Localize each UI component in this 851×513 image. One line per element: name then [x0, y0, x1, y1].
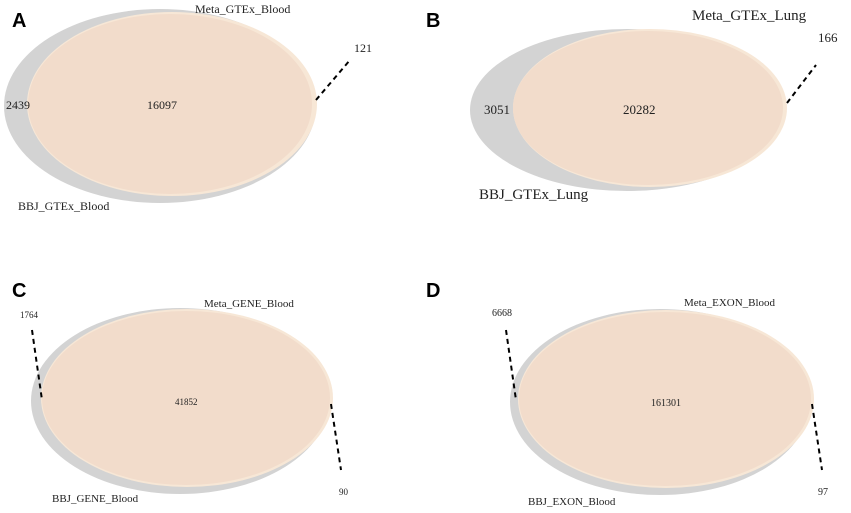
panel-b-meta-label: Meta_GTEx_Lung: [692, 8, 807, 24]
panel-c-only-meta: 90: [339, 487, 349, 497]
panel-a: A Meta_GTEx_Blood BBJ_GTEx_Blood 2439 16…: [4, 2, 372, 213]
panel-d-leader-line-right: [811, 403, 823, 471]
panel-a-meta-label: Meta_GTEx_Blood: [195, 2, 290, 16]
panel-a-bbj-label: BBJ_GTEx_Blood: [18, 199, 109, 213]
panel-d-letter: D: [426, 280, 440, 302]
panel-a-leader-line: [315, 59, 351, 101]
panel-a-only-bbj: 2439: [6, 98, 30, 112]
panel-d-only-meta: 97: [818, 487, 828, 498]
panel-b-bbj-label: BBJ_GTEx_Lung: [479, 187, 589, 203]
panel-b-only-bbj: 3051: [484, 102, 510, 117]
panel-d-overlap: 161301: [651, 398, 681, 409]
panel-c-leader-line-right: [330, 403, 342, 471]
panel-c-overlap: 41852: [175, 397, 198, 407]
panel-c: C Meta_GENE_Blood BBJ_GENE_Blood 1764 41…: [12, 280, 349, 505]
panel-d-only-bbj: 6668: [492, 308, 512, 319]
panel-c-letter: C: [12, 280, 26, 302]
panel-d-leader-line-left: [505, 329, 517, 401]
panel-a-meta-set: [28, 14, 312, 194]
panel-b-letter: B: [426, 10, 440, 32]
panel-b-meta-set: [513, 31, 783, 185]
panel-c-only-bbj: 1764: [20, 310, 39, 320]
panel-d-meta-label: Meta_EXON_Blood: [684, 297, 776, 309]
panel-b-overlap: 20282: [623, 102, 656, 117]
panel-b: B Meta_GTEx_Lung BBJ_GTEx_Lung 3051 2028…: [426, 8, 838, 203]
panel-c-meta-label: Meta_GENE_Blood: [204, 298, 294, 310]
panel-d-meta-set: [519, 312, 811, 486]
panel-d-bbj-label: BBJ_EXON_Blood: [528, 496, 616, 508]
panel-d: D Meta_EXON_Blood BBJ_EXON_Blood 6668 16…: [426, 280, 828, 508]
panel-a-letter: A: [12, 10, 26, 32]
panel-b-leader-line: [786, 64, 817, 104]
panel-c-leader-line-left: [31, 329, 43, 401]
panel-a-overlap: 16097: [147, 98, 177, 112]
panel-c-meta-set: [42, 311, 330, 485]
panel-c-bbj-label: BBJ_GENE_Blood: [52, 493, 139, 505]
panel-b-only-meta: 166: [818, 30, 838, 45]
panel-a-only-meta: 121: [354, 41, 372, 55]
